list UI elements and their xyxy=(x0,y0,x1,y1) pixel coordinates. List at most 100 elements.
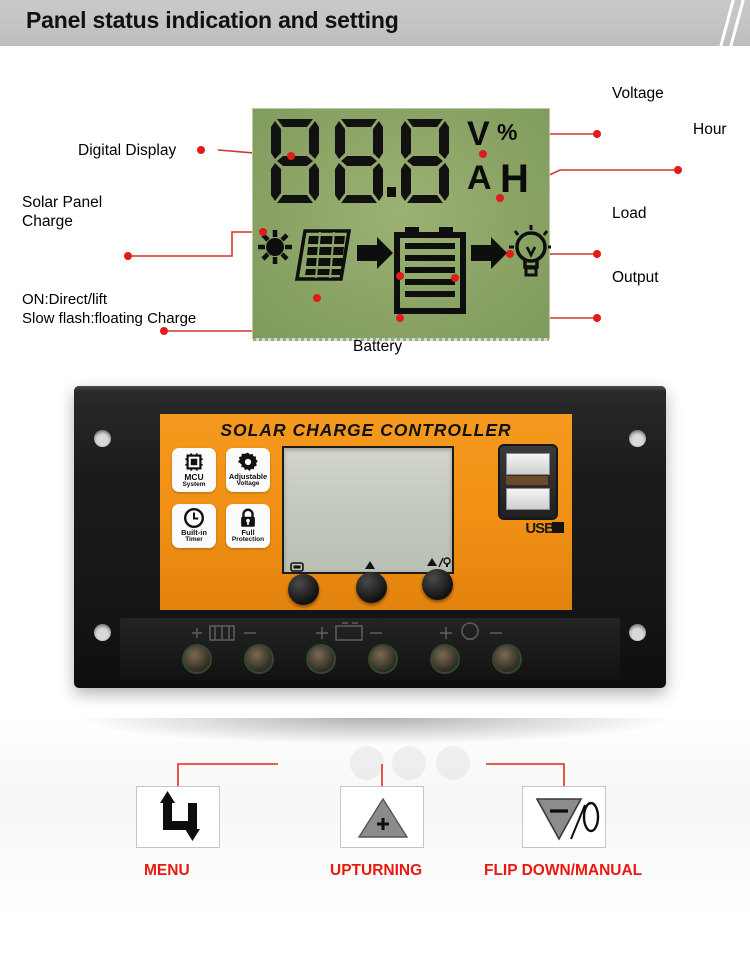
battery-icon xyxy=(394,227,466,314)
legend-box-menu[interactable] xyxy=(136,786,220,848)
mounting-hole-bottom-left xyxy=(94,624,111,641)
legend-label-flip-down: FLIP DOWN/MANUAL xyxy=(484,862,643,879)
controller-body: SOLAR CHARGE CONTROLLER MCU xyxy=(74,386,666,688)
badge-built-in-timer: Built-in Timer xyxy=(172,504,216,548)
lcd-digit-1 xyxy=(271,119,319,203)
badge-timer-line2: Timer xyxy=(185,535,203,543)
loop-arrows-icon xyxy=(160,791,200,841)
lcd-digit-2 xyxy=(335,119,383,203)
dot-output-target xyxy=(451,274,459,282)
usb-dual-port[interactable] xyxy=(498,444,558,520)
badge-mcu-line2: System xyxy=(182,480,206,488)
dot-voltage xyxy=(593,130,601,138)
mounting-hole-top-left xyxy=(94,430,111,447)
lcd-unit-percent: % xyxy=(497,119,518,145)
label-voltage: Voltage xyxy=(612,85,664,102)
lock-icon xyxy=(241,508,255,527)
label-load: Load xyxy=(612,205,647,222)
clock-icon xyxy=(184,508,204,528)
legend-label-upturning: UPTURNING xyxy=(330,862,423,879)
ghost-button-3 xyxy=(436,746,470,780)
down-light-button-icon xyxy=(427,557,451,568)
badge-protection-line1: Full xyxy=(241,528,255,537)
controller-down-button[interactable] xyxy=(422,569,453,600)
page-title: Panel status indication and setting xyxy=(26,7,399,33)
lcd-unit-amp: A xyxy=(467,159,492,197)
dot-battery-target xyxy=(396,272,404,280)
label-solar-panel-charge-2: Charge xyxy=(22,213,73,230)
solar-panel-icon xyxy=(294,229,352,281)
badge-protection-line2: Protection xyxy=(231,535,265,543)
dot-voltage-target xyxy=(479,150,487,158)
badge-voltage-line1: Adjustable xyxy=(228,472,268,481)
arrow-battery-to-load-icon xyxy=(471,237,507,269)
lcd-decimal-point xyxy=(387,187,396,197)
lcd-unit-hour: H xyxy=(500,157,529,201)
legend-top-shadow xyxy=(80,718,670,744)
controller-lcd-screen xyxy=(282,446,454,574)
lcd-icon-row xyxy=(258,225,551,314)
dot-hour-target xyxy=(496,194,504,202)
device-photo-section: SOLAR CHARGE CONTROLLER MCU xyxy=(0,378,750,718)
terminal-solar-negative[interactable] xyxy=(244,644,274,674)
label-output: Output xyxy=(612,269,659,286)
arrow-solar-to-battery-icon xyxy=(357,237,393,269)
badge-full-protection: Full Protection xyxy=(226,504,270,548)
badge-mcu-line1: MCU xyxy=(184,472,204,482)
legend-leader-lines xyxy=(177,763,565,786)
mounting-hole-bottom-right xyxy=(629,624,646,641)
legend-box-upturning[interactable] xyxy=(340,786,424,848)
terminal-battery-positive[interactable] xyxy=(306,644,336,674)
controller-faceplate: SOLAR CHARGE CONTROLLER MCU xyxy=(160,414,572,610)
badge-timer-line1: Built-in xyxy=(181,528,207,537)
menu-button-icon xyxy=(290,562,304,572)
terminal-solar-positive[interactable] xyxy=(182,644,212,674)
dot-hour xyxy=(674,166,682,174)
lcd-screen: V % A H xyxy=(252,108,551,341)
dot-on-direct xyxy=(160,327,168,335)
dot-load-target xyxy=(506,250,514,258)
usb-divider xyxy=(506,476,548,485)
lcd-unit-volt: V xyxy=(467,115,490,153)
dot-battery xyxy=(396,314,404,322)
controller-up-button[interactable] xyxy=(356,572,387,603)
legend-box-flip-down-manual[interactable] xyxy=(522,786,606,848)
terminal-markings xyxy=(192,622,502,641)
dot-solar-panel-charge xyxy=(124,252,132,260)
chip-icon xyxy=(185,453,203,471)
mounting-hole-top-right xyxy=(629,430,646,447)
terminal-load-negative[interactable] xyxy=(492,644,522,674)
usb-slot-1 xyxy=(506,453,550,475)
dot-on-direct-target xyxy=(313,294,321,302)
dot-solar-panel-charge-target xyxy=(259,228,267,236)
triangle-minus-bulb-icon xyxy=(535,798,600,841)
triangle-plus-icon xyxy=(357,797,409,838)
label-battery: Battery xyxy=(353,338,403,355)
controller-menu-button[interactable] xyxy=(288,574,319,605)
dot-digital-display xyxy=(197,146,205,154)
controller-brand-title: SOLAR CHARGE CONTROLLER xyxy=(220,420,512,440)
lcd-units: V % A H xyxy=(467,117,543,209)
header-bar: Panel status indication and setting xyxy=(0,0,750,56)
dot-load xyxy=(593,250,601,258)
label-digital-display: Digital Display xyxy=(78,142,177,159)
usb-slot-2 xyxy=(506,488,550,510)
light-bulb-icon xyxy=(509,225,551,277)
lcd-digit-group xyxy=(265,115,461,207)
usb-label: USB xyxy=(525,520,555,537)
label-solar-panel-charge-1: Solar Panel xyxy=(22,194,103,211)
ghost-button-1 xyxy=(350,746,384,780)
terminal-battery-negative[interactable] xyxy=(368,644,398,674)
label-hour: Hour xyxy=(693,121,727,138)
up-button-icon xyxy=(365,561,375,569)
badge-mcu-system: MCU System xyxy=(172,448,216,492)
dot-digital-display-target xyxy=(287,152,295,160)
label-on-direct-1: ON:Direct/lift xyxy=(22,291,108,308)
usb-label-square xyxy=(552,522,564,533)
legend-label-menu: MENU xyxy=(144,862,190,879)
dot-output xyxy=(593,314,601,322)
terminal-strip xyxy=(120,618,620,680)
badge-adjustable-voltage: Adjustable Voltage xyxy=(226,448,270,492)
terminal-load-positive[interactable] xyxy=(430,644,460,674)
